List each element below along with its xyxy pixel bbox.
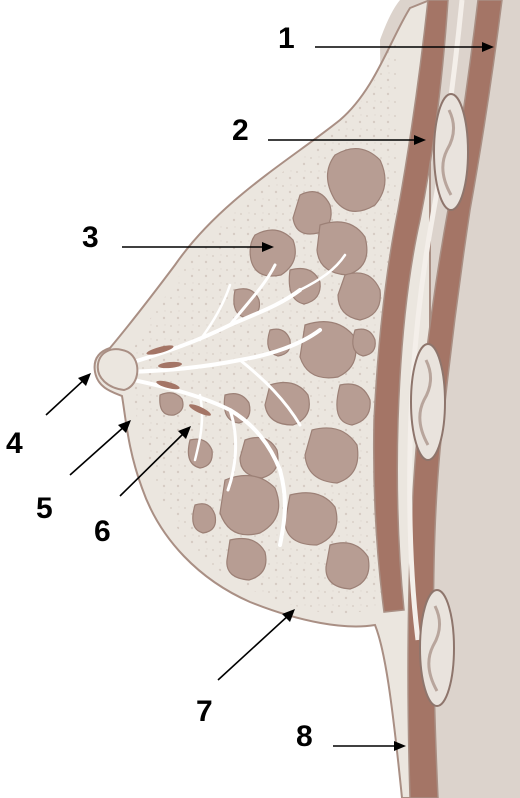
label-4: 4	[6, 427, 23, 460]
lobule	[338, 273, 380, 320]
label-5: 5	[36, 492, 53, 525]
arrow-5	[70, 425, 126, 475]
lobule	[285, 493, 337, 545]
label-8: 8	[296, 720, 313, 753]
label-2: 2	[232, 114, 249, 147]
lobule	[317, 222, 367, 275]
arrow-7	[218, 614, 290, 680]
lobule	[326, 543, 369, 589]
arrow-4	[46, 378, 86, 415]
lobule	[160, 393, 183, 415]
label-1: 1	[278, 22, 295, 55]
lobule	[193, 504, 216, 533]
label-3: 3	[82, 221, 99, 254]
label-6: 6	[94, 515, 111, 548]
lobule	[305, 428, 358, 483]
lobule	[227, 539, 266, 581]
label-7: 7	[196, 695, 213, 728]
lobule	[300, 322, 356, 378]
lobule	[328, 149, 385, 212]
